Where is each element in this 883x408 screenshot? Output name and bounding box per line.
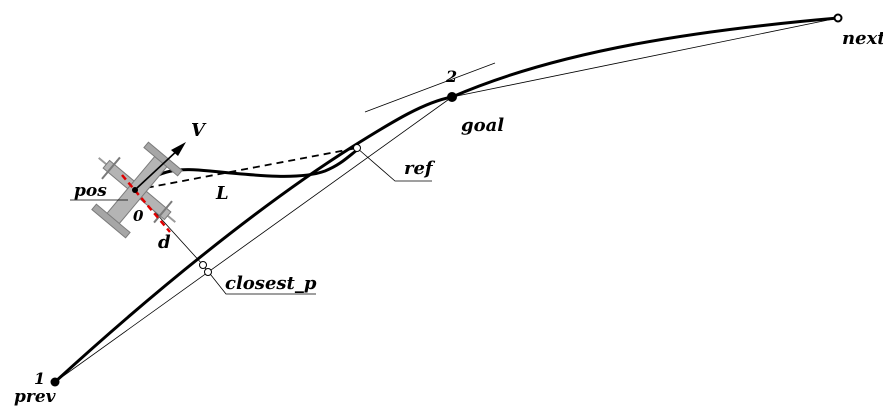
label-prev-index: 1	[34, 369, 45, 388]
position-dot	[132, 187, 138, 193]
ref-point-marker	[353, 144, 361, 152]
label-ref: ref	[404, 158, 436, 179]
heading-line	[121, 174, 171, 233]
label-goal-index: 2	[445, 67, 457, 86]
waypoint-prev	[50, 377, 60, 387]
label-distance: d	[158, 232, 171, 253]
velocity-vector	[136, 147, 181, 189]
chord-goal-next	[451, 17, 839, 98]
label-goal: goal	[461, 115, 504, 136]
actual-trajectory	[134, 148, 358, 192]
label-lookahead: L	[215, 183, 229, 204]
lookahead-line	[134, 147, 358, 191]
label-next: next	[842, 28, 883, 49]
label-pos: pos	[74, 181, 107, 201]
chord-prev-goal	[54, 96, 453, 383]
tangent-line-goal	[364, 62, 496, 113]
waypoint-goal	[447, 92, 457, 102]
closest-point-marker	[199, 261, 207, 269]
reference-path	[53, 16, 839, 384]
ref-leader	[356, 147, 432, 182]
velocity-arrowhead	[171, 142, 186, 156]
waypoint-next	[833, 13, 843, 23]
label-prev: prev	[14, 387, 57, 407]
label-closest: closest_p	[225, 273, 317, 294]
closest-point-marker-2	[204, 268, 212, 276]
label-velocity: V	[191, 120, 207, 141]
label-origin: 0	[133, 207, 144, 225]
